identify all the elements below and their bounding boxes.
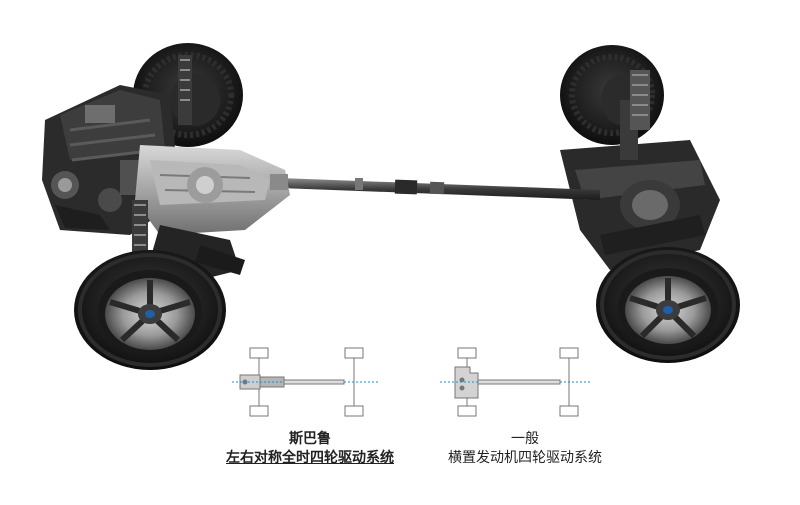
generic-caption: 一般 横置发动机四轮驱动系统 [395, 430, 655, 468]
propeller-shaft [280, 178, 600, 200]
rear-subframe [560, 70, 720, 270]
subaru-system-label: 左右对称全时四轮驱动系统 [226, 450, 394, 466]
subaru-brand-label: 斯巴鲁 [289, 431, 331, 447]
generic-label: 一般 [511, 431, 539, 447]
generic-system-label: 横置发动机四轮驱动系统 [448, 450, 602, 466]
subaru-awd-schematic [232, 347, 380, 417]
transmission [135, 145, 290, 235]
front-near-wheel [74, 250, 226, 370]
rear-near-wheel [596, 247, 740, 363]
transverse-awd-schematic [440, 347, 590, 417]
subaru-caption: 斯巴鲁 左右对称全时四轮驱动系统 [195, 430, 425, 468]
